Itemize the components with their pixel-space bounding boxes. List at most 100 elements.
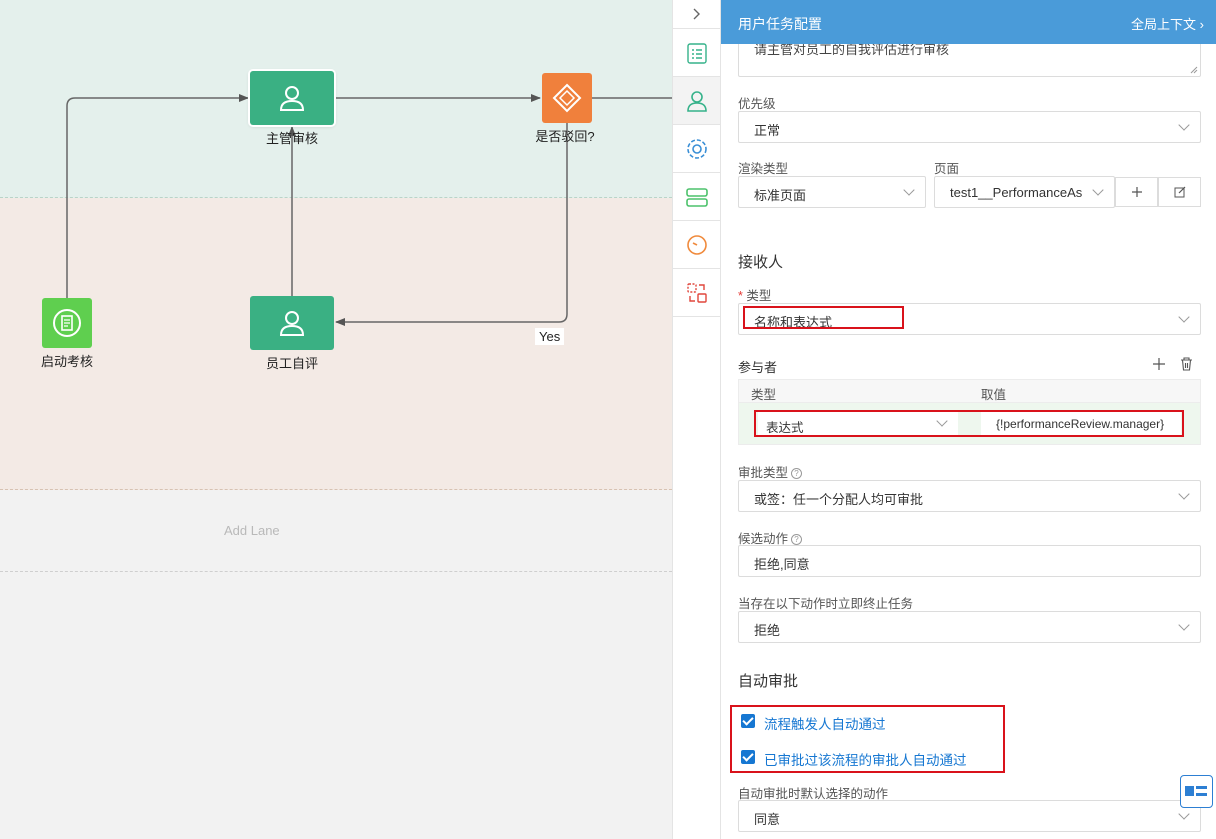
config-panel: 请主管对员工的自我评估进行审核 用户任务配置 全局上下文 › 优先级 正常 渲染… xyxy=(721,0,1216,839)
lane-employee[interactable] xyxy=(0,198,672,490)
auto-approve-prior-approver-checkbox[interactable] xyxy=(741,750,755,764)
required-mark: * xyxy=(738,289,743,303)
render-type-value: 标准页面 xyxy=(754,188,807,203)
list-icon xyxy=(686,42,707,64)
edit-icon xyxy=(1174,186,1185,198)
receiver-type-value: 名称和表达式 xyxy=(754,315,833,330)
col-type: 类型 xyxy=(751,388,777,402)
tab-swap[interactable] xyxy=(673,269,720,317)
chevron-down-icon xyxy=(1178,488,1190,500)
plus-icon xyxy=(1131,187,1142,197)
receiver-heading: 接收人 xyxy=(738,254,784,271)
row-divider xyxy=(959,412,979,435)
collapse-button[interactable] xyxy=(673,0,720,29)
trash-icon[interactable] xyxy=(1180,357,1193,371)
tab-timer[interactable] xyxy=(673,221,720,269)
global-context-label: 全局上下文 xyxy=(1131,17,1197,32)
auto-approve-prior-approver-label[interactable]: 已审批过该流程的审批人自动通过 xyxy=(764,753,967,768)
user-icon xyxy=(279,86,305,111)
terminate-label: 当存在以下动作时立即终止任务 xyxy=(738,597,914,611)
server-icon xyxy=(685,187,708,207)
edge-label-yes[interactable]: Yes xyxy=(535,328,565,345)
node-self-review-label: 员工自评 xyxy=(265,356,319,371)
auto-approve-initiator-label[interactable]: 流程触发人自动通过 xyxy=(764,717,886,732)
tab-settings[interactable] xyxy=(673,125,720,173)
side-toolbar xyxy=(672,0,721,839)
approval-type-value: 或签：任一个分配人均可审批 xyxy=(754,492,924,507)
priority-label: 优先级 xyxy=(738,97,776,111)
default-action-select[interactable]: 同意 xyxy=(738,800,1201,832)
edit-page-button[interactable] xyxy=(1158,177,1201,207)
terminate-select[interactable]: 拒绝 xyxy=(738,611,1201,643)
highlight-receiver-type xyxy=(743,306,904,329)
render-type-label: 渲染类型 xyxy=(738,162,789,176)
candidate-actions-label-wrap: 候选动作? xyxy=(738,528,803,547)
participants-label: 参与者 xyxy=(738,360,778,375)
col-value: 取值 xyxy=(981,388,1007,402)
tab-server[interactable] xyxy=(673,173,720,221)
add-lane-area[interactable]: Add Lane xyxy=(0,490,672,572)
node-start-review[interactable] xyxy=(42,298,92,348)
help-icon[interactable]: ? xyxy=(791,468,803,479)
approval-type-label: 审批类型 xyxy=(738,466,789,480)
terminate-value: 拒绝 xyxy=(754,623,781,638)
user-icon xyxy=(686,90,707,112)
chevron-down-icon xyxy=(1178,808,1190,820)
participant-value-input[interactable]: {!performanceReview.manager} xyxy=(981,411,1181,437)
node-manager-review[interactable] xyxy=(250,71,334,125)
help-icon[interactable]: ? xyxy=(791,534,803,545)
highlight-participant-row xyxy=(754,410,1184,437)
user-icon xyxy=(279,311,305,336)
chevron-down-icon xyxy=(1178,619,1190,631)
chevron-right-icon xyxy=(693,8,700,20)
page-label: 页面 xyxy=(934,162,960,176)
tab-user[interactable] xyxy=(673,77,720,125)
panel-title: 用户任务配置 xyxy=(738,16,822,32)
participants-table-header: 类型 取值 xyxy=(738,379,1201,403)
priority-select[interactable]: 正常 xyxy=(738,111,1201,143)
chevron-down-icon xyxy=(903,184,915,196)
node-start-label: 启动考核 xyxy=(40,354,94,369)
swap-icon xyxy=(686,282,707,303)
resize-handle-icon[interactable] xyxy=(1190,66,1198,74)
layout-icon xyxy=(1185,786,1207,796)
receiver-type-label: 类型 xyxy=(746,289,772,303)
approval-type-label-wrap: 审批类型? xyxy=(738,462,803,481)
gateway-diamond-icon xyxy=(552,83,582,113)
chevron-right-icon: › xyxy=(1199,17,1204,32)
auto-approve-heading: 自动审批 xyxy=(738,673,799,690)
node-reject-gateway[interactable] xyxy=(542,73,592,123)
add-participant-icon[interactable] xyxy=(1153,358,1165,370)
candidate-actions-input[interactable]: 拒绝,同意 xyxy=(738,545,1201,577)
highlight-auto-approve xyxy=(730,705,1005,773)
panel-header: 用户任务配置 全局上下文 › xyxy=(721,0,1216,44)
global-context-link[interactable]: 全局上下文 › xyxy=(1131,14,1204,33)
chevron-down-icon xyxy=(1178,311,1190,323)
tab-list[interactable] xyxy=(673,29,720,77)
clock-icon xyxy=(686,234,707,255)
node-self-review[interactable] xyxy=(250,296,334,350)
default-action-value: 同意 xyxy=(754,812,781,827)
priority-value: 正常 xyxy=(754,123,781,138)
candidate-actions-value: 拒绝,同意 xyxy=(754,557,810,572)
receiver-type-select[interactable]: 名称和表达式 xyxy=(738,303,1201,335)
description-text: 请主管对员工的自我评估进行审核 xyxy=(754,42,950,57)
participant-type-value: 表达式 xyxy=(766,421,804,435)
render-type-select[interactable]: 标准页面 xyxy=(738,176,926,208)
add-page-button[interactable] xyxy=(1115,177,1158,207)
auto-approve-initiator-checkbox[interactable] xyxy=(741,714,755,728)
participant-type-select[interactable]: 表达式 xyxy=(758,411,958,437)
chevron-down-icon xyxy=(1092,184,1104,196)
page-select[interactable]: test1__PerformanceAs xyxy=(934,176,1115,208)
layout-toggle-button[interactable] xyxy=(1180,775,1213,808)
page-value: test1__PerformanceAs xyxy=(950,185,1083,200)
form-icon xyxy=(53,309,81,337)
gear-icon xyxy=(686,138,707,159)
add-lane-label[interactable]: Add Lane xyxy=(224,523,280,538)
process-canvas[interactable]: Add Lane 主管审核 是否驳回? 启动考核 xyxy=(0,0,672,839)
chevron-down-icon xyxy=(1178,119,1190,131)
candidate-actions-label: 候选动作 xyxy=(738,532,789,546)
node-manager-label: 主管审核 xyxy=(265,131,319,146)
participant-value: {!performanceReview.manager} xyxy=(996,417,1165,431)
approval-type-select[interactable]: 或签：任一个分配人均可审批 xyxy=(738,480,1201,512)
